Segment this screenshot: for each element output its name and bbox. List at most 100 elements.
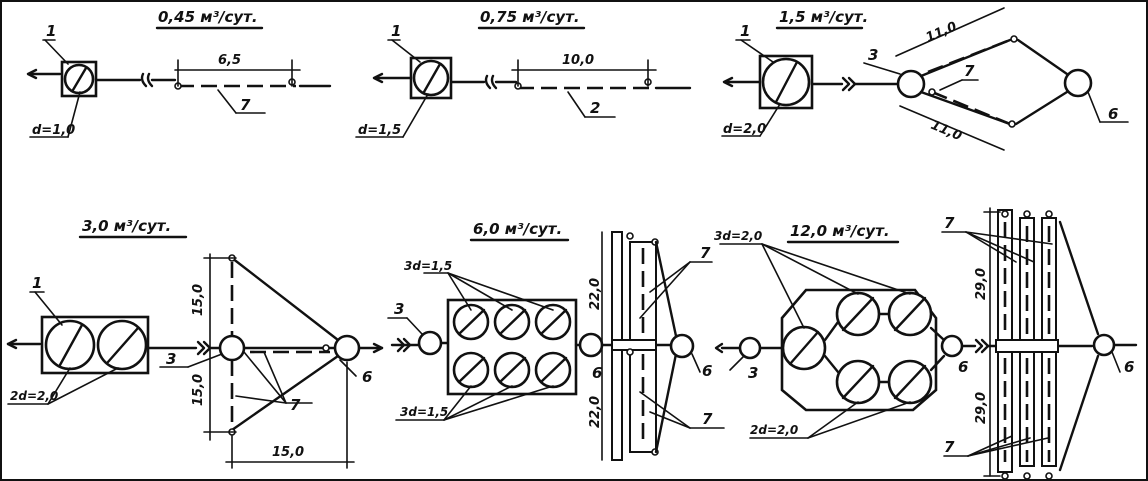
lower-branch-pipe bbox=[919, 90, 1012, 126]
leader-field bbox=[217, 89, 237, 114]
trench-length: 6,5 bbox=[218, 53, 241, 68]
inflow-arrow-icon bbox=[714, 342, 724, 354]
chamber-diagonal bbox=[422, 62, 442, 94]
length-up: 29,0 bbox=[974, 268, 989, 300]
leader-field-top-1 bbox=[649, 261, 691, 293]
leader-field-c bbox=[263, 351, 287, 404]
flow-title: 0,75 м³/сут. bbox=[480, 8, 580, 26]
label-well: 3 bbox=[868, 46, 878, 64]
node-3 bbox=[1045, 210, 1053, 218]
tank-diameter: 2d=2,0 bbox=[10, 389, 58, 403]
pipe-break-icon bbox=[196, 340, 212, 356]
leader-diam-top-1 bbox=[761, 243, 805, 329]
pipe-break-icon bbox=[484, 74, 498, 90]
tank-diameter: d=1,5 bbox=[358, 123, 401, 138]
leader-diam-top-2 bbox=[761, 243, 859, 295]
chamber-2-diagonal bbox=[841, 296, 875, 332]
leader-field-bottom-3 bbox=[967, 437, 1049, 457]
inflow-arrow-icon bbox=[6, 338, 18, 350]
flow-title: 3,0 м³/сут. bbox=[82, 217, 171, 235]
upper-collector bbox=[1058, 220, 1100, 336]
leader-well bbox=[729, 355, 745, 371]
length-lower: 11,0 bbox=[928, 118, 963, 144]
label-tank: 1 bbox=[740, 22, 750, 40]
leader-tank bbox=[34, 291, 63, 326]
flow-title: 1,5 м³/сут. bbox=[779, 8, 868, 26]
node-2 bbox=[1023, 210, 1031, 218]
label-well: 3 bbox=[166, 350, 176, 368]
lower-branch bbox=[230, 354, 340, 432]
chamber-1-diagonal bbox=[457, 308, 486, 336]
link-1-2 bbox=[823, 320, 840, 342]
leader-diam-top-2 bbox=[447, 272, 513, 311]
label-field-top: 7 bbox=[700, 244, 711, 262]
pipe-break-icon bbox=[140, 72, 154, 88]
label-well: 3 bbox=[394, 300, 404, 318]
leader-field-bottom-2 bbox=[649, 411, 691, 429]
label-field-bottom: 7 bbox=[944, 438, 955, 456]
chamber-1-diagonal bbox=[58, 323, 84, 367]
node-3 bbox=[626, 348, 634, 356]
chamber-1-diagonal bbox=[788, 330, 820, 366]
chamber-3-diagonal bbox=[893, 296, 927, 332]
leader-diam-bottom-3 bbox=[443, 385, 554, 421]
chamber-diagonal bbox=[71, 66, 88, 92]
well-6a bbox=[578, 332, 604, 358]
tank-diameter: d=2,0 bbox=[723, 122, 766, 137]
chamber-2-diagonal bbox=[498, 308, 527, 336]
chamber-5-diagonal bbox=[893, 364, 927, 400]
node-1 bbox=[1001, 210, 1009, 218]
label-out-b: 6 bbox=[1124, 358, 1134, 376]
inflow-arrow-icon bbox=[722, 76, 734, 88]
label-field: 2 bbox=[590, 99, 600, 117]
leader-diam-1 bbox=[47, 367, 71, 405]
leader-tank bbox=[44, 39, 69, 65]
scheme-0-45: 0,45 м³/сут. 6,5 1 d=1,0 7 bbox=[26, 8, 332, 138]
pipe-break-icon bbox=[396, 337, 412, 353]
node-5 bbox=[1023, 472, 1031, 480]
leader-out bbox=[1087, 91, 1101, 123]
upper-collector bbox=[1016, 38, 1069, 76]
distribution-well bbox=[896, 69, 926, 99]
inflow-arrow-icon bbox=[372, 72, 384, 84]
leader-field-bottom-1 bbox=[967, 435, 1013, 457]
label-well: 3 bbox=[748, 364, 758, 382]
lower-trench-start bbox=[928, 88, 936, 96]
leader-diam-top-3 bbox=[761, 243, 911, 295]
length-up: 15,0 bbox=[191, 284, 206, 316]
link-5-well bbox=[929, 354, 946, 372]
scheme-6-0: 6,0 м³/сут. 22,0 22,0 bbox=[387, 220, 725, 461]
pipe-break-icon bbox=[841, 76, 857, 92]
leader-diam-bottom-2 bbox=[443, 385, 513, 421]
tank-diameter: d=1,0 bbox=[32, 123, 75, 138]
flow-title: 0,45 м³/сут. bbox=[158, 8, 258, 26]
leader-diam bbox=[759, 103, 781, 137]
label-field: 7 bbox=[240, 96, 251, 114]
dim-lower bbox=[899, 105, 1005, 151]
node-6 bbox=[1045, 472, 1053, 480]
chamber-5-diagonal bbox=[498, 356, 527, 384]
length-down: 15,0 bbox=[191, 374, 206, 406]
chamber-4-diagonal bbox=[457, 356, 486, 384]
scheme-3-0: 3,0 м³/сут. 15,0 15,0 15,0 bbox=[6, 217, 384, 469]
node-4 bbox=[1001, 472, 1009, 480]
upper-trench-end bbox=[1010, 35, 1018, 43]
central-trench-end bbox=[322, 344, 330, 352]
chamber-6-diagonal bbox=[539, 356, 568, 384]
leader-well bbox=[406, 317, 423, 335]
label-tank: 1 bbox=[46, 22, 56, 40]
label-out-b: 6 bbox=[702, 362, 712, 380]
leader-well bbox=[187, 353, 223, 368]
lower-collector bbox=[1014, 90, 1069, 126]
outflow-arrow-icon bbox=[372, 342, 384, 354]
lower-collector bbox=[1058, 354, 1100, 472]
lower-collector bbox=[654, 352, 678, 454]
scheme-0-75: 0,75 м³/сут. 10,0 1 d=1,5 2 bbox=[355, 8, 692, 138]
leader-field-b bbox=[235, 395, 287, 404]
leader-diam-top-1 bbox=[447, 272, 472, 311]
label-out: 6 bbox=[362, 368, 372, 386]
leader-field-bottom-1 bbox=[639, 391, 691, 429]
diameter-bottom: 2d=2,0 bbox=[750, 423, 798, 437]
